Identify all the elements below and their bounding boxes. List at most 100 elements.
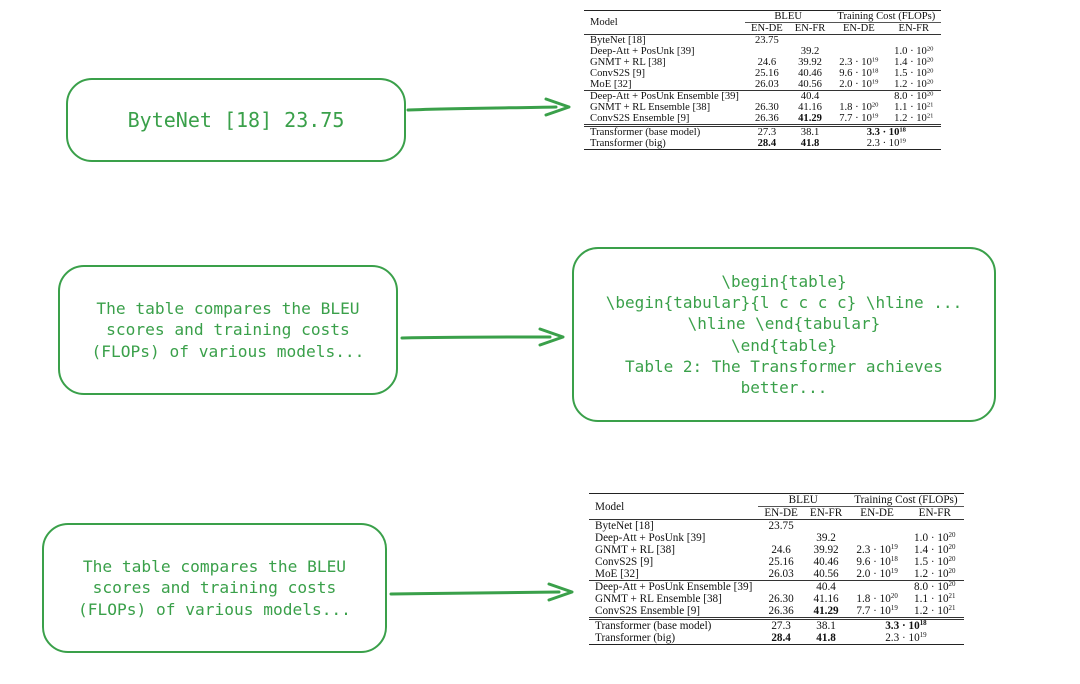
bleu-en-fr-cell: 39.92 <box>804 544 848 556</box>
cell-value: 1.1 · 10 <box>914 593 949 605</box>
bleu-header: BLEU <box>744 10 832 23</box>
cost-en-fr-cell: 8.0 · 1020 <box>905 580 964 593</box>
table-row: ConvS2S Ensemble [9] 26.36 41.29 7.7 · 1019… <box>589 605 964 619</box>
model-cell: Deep-Att + PosUnk [39] <box>584 46 745 57</box>
bleu-en-de-cell: 27.3 <box>744 124 789 138</box>
cell-value: Transformer (base model) <box>595 620 712 632</box>
arrow-right-icon <box>400 327 565 347</box>
cell-value: 8.0 · 10 <box>894 91 927 102</box>
exponent: 21 <box>948 592 956 601</box>
cell-value: 40.46 <box>813 556 839 568</box>
cost-cell: 2.3 · 1019 <box>848 632 964 645</box>
cell-value: Deep-Att + PosUnk Ensemble [39] <box>595 581 753 593</box>
cost-en-fr-cell: 1.4 · 1020 <box>886 57 941 68</box>
model-header: Model <box>584 10 745 35</box>
cell-value: 3.3 · 10 <box>866 127 900 138</box>
model-cell: Deep-Att + PosUnk Ensemble [39] <box>589 580 759 593</box>
bleu-en-fr-cell: 40.4 <box>803 580 849 593</box>
cell-value: 25.16 <box>768 556 794 568</box>
cost-en-de-cell: 2.0 · 1019 <box>831 79 886 91</box>
cell-value: 40.56 <box>798 79 822 90</box>
bleu-header: BLEU <box>758 493 849 507</box>
cell-value: 23.75 <box>754 35 779 46</box>
cell-value: ByteNet [18] <box>590 35 646 46</box>
box-line: (FLOPs) of various models... <box>91 341 365 361</box>
cell-value: 1.2 · 10 <box>914 605 949 617</box>
cost-en-fr-cell: 1.1 · 1021 <box>886 102 941 113</box>
cell-value: 26.03 <box>768 568 794 580</box>
caption-line: Table 2: The Transformer achieves <box>625 356 943 376</box>
exponent: 18 <box>890 555 898 564</box>
box-line: ByteNet [18] 23.75 <box>127 107 345 132</box>
exponent: 19 <box>899 137 906 145</box>
box-line: The table compares the BLEU <box>96 298 360 318</box>
cell-value: ConvS2S Ensemble [9] <box>595 605 701 617</box>
exponent: 20 <box>926 90 934 98</box>
cost-en-de-cell: 1.8 · 1020 <box>831 102 886 113</box>
table-row: Deep-Att + PosUnk Ensemble [39] 40.4 8.0 ·… <box>589 580 964 593</box>
cost-en-de-cell: 9.6 · 1018 <box>848 556 906 568</box>
bleu-en-de-cell <box>744 90 789 102</box>
cost-en-de-cell: 7.7 · 1019 <box>848 605 906 619</box>
cell-value: ConvS2S [9] <box>595 556 654 568</box>
bleu-en-fr-cell: 41.8 <box>803 632 849 645</box>
cell-value: 24.6 <box>771 544 791 556</box>
model-cell: Deep-Att + PosUnk [39] <box>589 532 758 544</box>
exponent: 20 <box>926 45 934 53</box>
bleu-en-de-cell: 26.36 <box>758 605 804 619</box>
cell-value: GNMT + RL [38] <box>590 57 666 68</box>
cell-value: 8.0 · 10 <box>914 581 949 593</box>
cost-en-de-cell <box>831 34 887 46</box>
cost-en-fr-cell: 1.2 · 1020 <box>906 568 964 581</box>
cell-value: 2.3 · 10 <box>856 544 891 556</box>
latex-line: \begin{tabular}{l c c c c} \hline ... <box>605 293 963 313</box>
cost-en-fr-cell: 1.0 · 1020 <box>886 46 941 57</box>
model-cell: Transformer (base model) <box>589 617 759 632</box>
cell-value: 26.36 <box>768 605 794 617</box>
exponent: 19 <box>871 56 879 64</box>
bleu-en-de-cell: 28.4 <box>744 138 789 150</box>
cell-value: 1.0 · 10 <box>894 46 927 57</box>
cost-en-de-cell <box>831 46 886 57</box>
exponent: 18 <box>919 619 927 628</box>
bleu-en-fr-cell: 41.16 <box>804 593 848 605</box>
cell-value: 41.16 <box>813 593 839 605</box>
cell-value: 40.4 <box>816 581 836 593</box>
bleu-en-fr-cell: 40.56 <box>804 568 848 581</box>
cell-value: 28.4 <box>771 632 791 644</box>
latex-line: \end{table} <box>731 335 837 355</box>
bleu-en-fr-cell: 40.56 <box>789 79 832 91</box>
bleu-en-fr-cell: 41.29 <box>789 113 832 126</box>
cost-cell: 3.3 · 1018 <box>831 124 942 138</box>
cost-en-fr-cell: 8.0 · 1020 <box>886 90 942 102</box>
cell-value: 40.46 <box>798 68 822 79</box>
table-row: Deep-Att + PosUnk [39] 39.2 1.0 · 1020 <box>584 46 941 57</box>
cell-value: 41.29 <box>813 605 839 617</box>
bleu-en-de-cell: 26.30 <box>758 593 804 605</box>
cell-value: 7.7 · 10 <box>856 605 891 617</box>
cost-en-fr-cell: 1.2 · 1021 <box>906 605 964 619</box>
exponent: 20 <box>948 567 956 576</box>
cell-value: 1.2 · 10 <box>914 568 949 580</box>
cell-value: 1.2 · 10 <box>894 113 927 124</box>
cell-value: 41.29 <box>798 113 822 124</box>
cell-value: Transformer (big) <box>595 632 676 644</box>
bleu-en-fr-cell: 38.1 <box>788 124 832 138</box>
cell-value: 39.92 <box>798 57 822 68</box>
cell-value: Deep-Att + PosUnk [39] <box>590 46 695 57</box>
box-text: The table compares the BLEU scores and t… <box>78 556 351 620</box>
model-cell: Deep-Att + PosUnk Ensemble [39] <box>584 90 745 102</box>
cell-value: 39.2 <box>800 46 820 57</box>
cost-en-de-cell <box>848 519 906 532</box>
bleu-en-fr-cell: 41.29 <box>804 605 848 619</box>
bleu-en-fr-cell: 40.46 <box>804 556 848 568</box>
model-cell: MoE [32] <box>589 568 758 581</box>
